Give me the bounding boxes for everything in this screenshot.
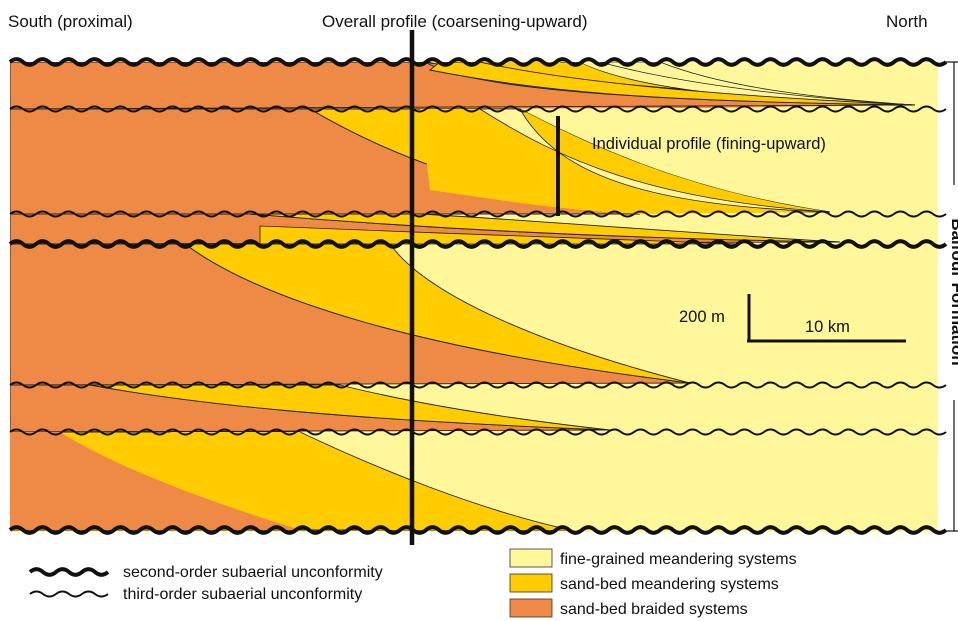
formation-bracket: Balfour Formation [944, 61, 958, 532]
third-order-unconformity-2 [9, 210, 947, 218]
band6-sand-fill [170, 432, 570, 530]
second-order-unconformity-3 [8, 525, 948, 535]
legend-swatch-braided [509, 598, 553, 618]
second-order-unconformity-1 [8, 57, 948, 67]
legend-swatch-sand-meander [509, 573, 553, 593]
legend-second-order-sample [28, 567, 110, 577]
band1-sand-tongue [428, 62, 916, 106]
third-order-unconformity-4 [9, 428, 947, 436]
legend: second-order subaerial unconformity thir… [28, 548, 797, 618]
band1-fine-tongue [599, 62, 916, 106]
scale-bar: 200 m 10 km [679, 294, 906, 343]
second-order-unconformity-2 [8, 239, 948, 249]
band4-sand [183, 243, 691, 384]
north-label: North [886, 12, 928, 31]
legend-fine-grained-label: fine-grained meandering systems [560, 551, 797, 568]
legend-third-order-sample [29, 590, 109, 598]
south-label: South (proximal) [8, 12, 133, 31]
band2-fine-wedge [478, 108, 831, 213]
legend-swatch-fine-grained [509, 548, 553, 568]
scale-bar-horizontal-label: 10 km [805, 318, 850, 336]
third-order-unconformity-1 [9, 105, 947, 113]
legend-third-order-label: third-order subaerial unconformity [123, 586, 362, 603]
band1-fine [580, 62, 915, 105]
band6-braided-fill [10, 432, 300, 530]
individual-profile-label: Individual profile (fining-upward) [592, 135, 826, 153]
scale-bar-vertical-label: 200 m [679, 308, 725, 326]
band5-sand [89, 384, 611, 431]
legend-second-order-label: second-order subaerial unconformity [123, 564, 383, 581]
unconformity-lines [8, 57, 948, 535]
legend-line-samples [28, 567, 110, 598]
facies-bodies [10, 62, 938, 531]
overall-profile-label: Overall profile (coarsening-upward) [322, 12, 588, 31]
formation-label: Balfour Formation [948, 218, 958, 365]
third-order-unconformity-3 [9, 381, 947, 389]
legend-sand-meander-label: sand-bed meandering systems [560, 576, 779, 593]
legend-braided-label: sand-bed braided systems [560, 601, 748, 618]
band2-sand-fill [420, 109, 830, 214]
